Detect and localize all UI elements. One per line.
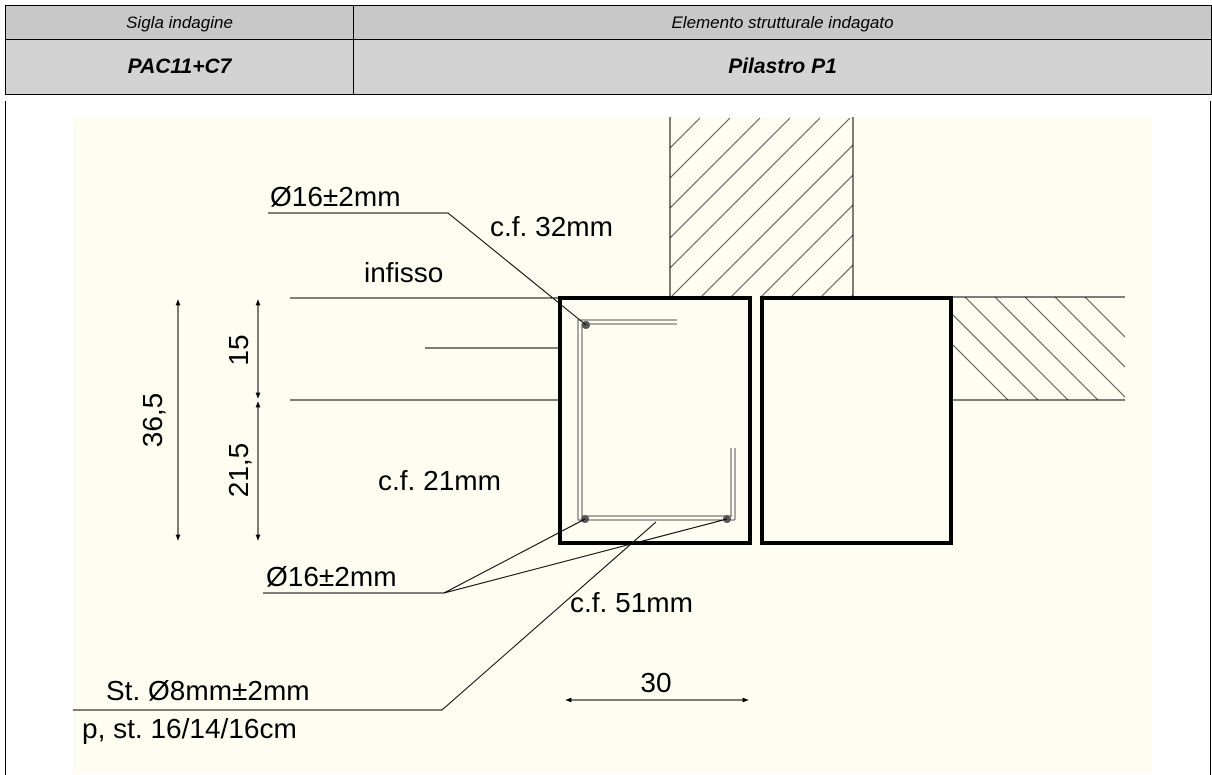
header-row-titles: Sigla indagine Elemento strutturale inda… [5, 5, 1212, 40]
survey-code-value: PAC11+C7 [5, 39, 354, 95]
dim-width-label: 30 [640, 667, 671, 698]
drawing-background [73, 117, 1152, 774]
dim-upper-label: 15 [223, 334, 254, 365]
bottom-bars-label: Ø16±2mm [266, 561, 397, 592]
top-bar-label: Ø16±2mm [270, 181, 401, 212]
wall-right-hatch [950, 296, 1125, 401]
cover-top-label: c.f. 32mm [490, 211, 613, 242]
cover-bottom-label: c.f. 51mm [570, 587, 693, 618]
element-value: Pilastro P1 [353, 39, 1212, 95]
header-table: Sigla indagine Elemento strutturale inda… [5, 5, 1212, 95]
dim-lower-label: 21,5 [223, 443, 254, 498]
cover-side-label: c.f. 21mm [378, 465, 501, 496]
adjacent-column-section [760, 296, 953, 545]
stirrup [577, 319, 736, 521]
dim-total-label: 36,5 [137, 393, 168, 448]
wall-top-hatch [669, 117, 854, 298]
survey-code-heading: Sigla indagine [5, 5, 354, 40]
leader-lines [73, 212, 728, 711]
header-row-values: PAC11+C7 Pilastro P1 [5, 39, 1212, 95]
dimension-lines [175, 299, 749, 703]
column-section [558, 296, 752, 545]
drawing-frame [5, 101, 1211, 775]
window-label: infisso [364, 257, 443, 288]
stirrup-label: St. Ø8mm±2mm [106, 675, 310, 706]
window-frame-lines [290, 297, 560, 401]
stirrup-pitch-label: p, st. 16/14/16cm [82, 713, 297, 744]
